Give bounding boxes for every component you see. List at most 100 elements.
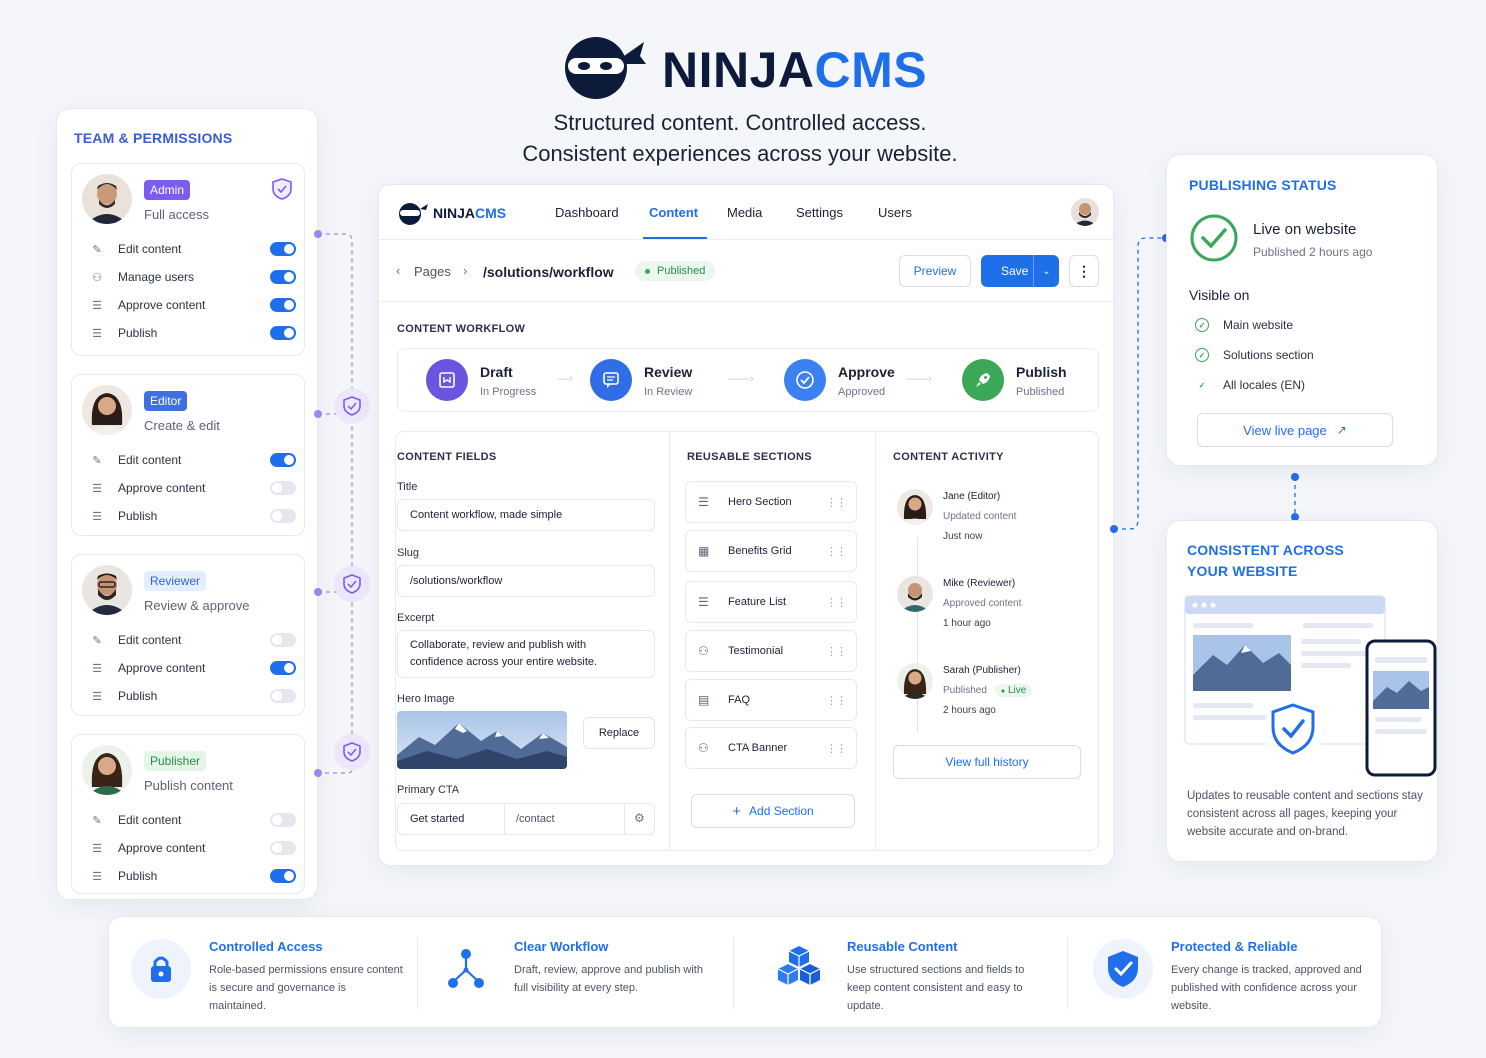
cta-divider [504,804,505,834]
breadcrumb-pages[interactable]: Pages [414,264,451,279]
list-icon: ☰ [698,495,709,509]
cms-app-window: NINJACMS Dashboard Content Media Setting… [378,184,1115,866]
back-arrow-icon[interactable]: ‹ [396,263,401,278]
preview-button[interactable]: Preview [899,255,971,287]
list-icon: ☰ [92,482,102,495]
cta-divider [624,804,625,834]
grid-icon: ▦ [698,544,710,558]
nav-content[interactable]: Content [649,205,699,220]
drag-handle-icon[interactable]: ⋮⋮ [826,596,847,609]
perm-row: ☰Publish [90,509,296,523]
ninja-logo-icon [565,37,646,99]
nav-settings[interactable]: Settings [796,205,843,220]
member-editor: Editor Create & edit ✎Edit content ☰Appr… [71,374,305,536]
save-button[interactable]: Save⌄ [981,255,1059,287]
avatar [82,385,132,435]
chevron-down-icon[interactable]: ⌄ [1033,255,1059,287]
workflow-title: CONTENT WORKFLOW [397,323,526,335]
permission-toggle[interactable] [270,813,296,827]
cta-link-input[interactable]: /contact [516,813,555,825]
drag-handle-icon[interactable]: ⋮⋮ [826,742,847,755]
avatar [897,489,933,525]
hero-image-thumbnail[interactable] [397,711,567,769]
list-icon: ☰ [92,842,102,855]
role-desc: Review & approve [144,598,250,613]
permission-toggle[interactable] [270,633,296,647]
slug-input[interactable]: /solutions/workflow [397,565,655,597]
primary-cta-label: Primary CTA [397,784,460,796]
drag-handle-icon[interactable]: ⋮⋮ [826,694,847,707]
list-icon: ☰ [92,870,102,883]
section-hero[interactable]: ☰Hero Section⋮⋮ [685,481,857,523]
edit-icon: ✎ [92,454,102,467]
section-benefits-grid[interactable]: ▦Benefits Grid⋮⋮ [685,530,857,572]
perm-row: ✎Edit content [90,633,296,647]
member-publisher: Publisher Publish content ✎Edit content … [71,734,305,894]
drag-handle-icon[interactable]: ⋮⋮ [826,545,847,558]
role-badge: Reviewer [144,571,207,591]
toolbar-divider [379,301,1115,302]
permission-toggle[interactable] [270,453,296,467]
perm-row: ✎Edit content [90,813,296,827]
permission-toggle[interactable] [270,242,296,256]
content-fields-title: CONTENT FIELDS [397,451,497,463]
connector-lines-left [314,230,370,777]
avatar [82,745,132,795]
role-badge: Editor [144,391,188,411]
check-circle-icon [1189,213,1239,268]
publishing-title: PUBLISHING STATUS [1189,177,1337,193]
shield-icon [272,178,292,205]
drag-handle-icon[interactable]: ⋮⋮ [826,496,847,509]
cubes-icon [769,939,829,999]
list-icon: ☰ [92,510,102,523]
cta-text-input[interactable]: Get started [410,813,465,825]
nav-media[interactable]: Media [727,205,763,220]
feature-divider [1067,937,1068,1009]
status-badge: Published [635,261,716,281]
user-avatar[interactable] [1071,198,1099,226]
permission-toggle[interactable] [270,869,296,883]
replace-button[interactable]: Replace [583,717,655,749]
perm-row: ⚇Manage users [90,270,296,284]
permission-toggle[interactable] [270,481,296,495]
permission-toggle[interactable] [270,661,296,675]
feature-divider [417,937,418,1009]
permission-toggle[interactable] [270,270,296,284]
title-input[interactable]: Content workflow, made simple [397,499,655,531]
nav-dashboard[interactable]: Dashboard [555,205,619,220]
avatar [82,174,132,224]
edit-icon: ✎ [92,814,102,827]
perm-row: ☰Publish [90,869,296,883]
nav-users[interactable]: Users [878,205,912,220]
perm-row: ☰Publish [90,326,296,340]
section-faq[interactable]: ▤FAQ⋮⋮ [685,679,857,721]
view-live-page-button[interactable]: View live page↗ [1197,413,1393,447]
chevron-right-icon: › [463,263,468,278]
link-settings-icon[interactable]: ⚙ [634,811,645,825]
nav-active-indicator [643,237,707,239]
section-cta-banner[interactable]: ⚇CTA Banner⋮⋮ [685,727,857,769]
role-desc: Create & edit [144,418,220,433]
permission-toggle[interactable] [270,298,296,312]
view-full-history-button[interactable]: View full history [893,745,1081,779]
permission-toggle[interactable] [270,841,296,855]
edit-icon: ✎ [92,634,102,647]
section-feature-list[interactable]: ☰Feature List⋮⋮ [685,581,857,623]
excerpt-textarea[interactable]: Collaborate, review and publish with con… [397,630,655,678]
perm-row: ☰Publish [90,689,296,703]
permission-toggle[interactable] [270,326,296,340]
excerpt-label: Excerpt [397,612,435,624]
perm-row: ☰Approve content [90,481,296,495]
user-icon: ⚇ [698,741,709,755]
app-logo[interactable]: NINJACMS [397,201,506,225]
permission-toggle[interactable] [270,689,296,703]
add-section-button[interactable]: +Add Section [691,794,855,828]
list-icon: ☰ [92,299,102,312]
drag-handle-icon[interactable]: ⋮⋮ [826,645,847,658]
section-testimonial[interactable]: ⚇Testimonial⋮⋮ [685,630,857,672]
more-options-button[interactable]: ⋮ [1069,255,1099,287]
permission-toggle[interactable] [270,509,296,523]
